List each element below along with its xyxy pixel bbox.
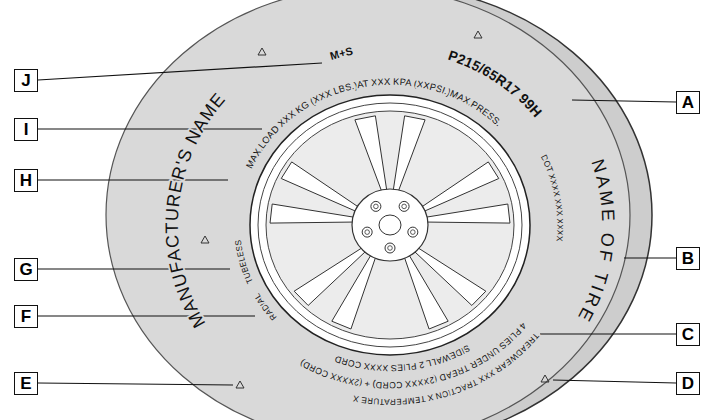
rim-flange (258, 103, 522, 347)
callout-letter: D (682, 375, 694, 392)
callout-letter: H (20, 172, 32, 189)
leader-lines (38, 63, 676, 385)
sidewall-text: 4 PLIES UNDER TREAD (2XXXX CORD) + (2XXX… (298, 321, 528, 390)
leader-line (38, 383, 233, 385)
wheel-spoke (294, 247, 366, 305)
sidewall-text-path: 4 PLIES UNDER TREAD (2XXXX CORD) + (2XXX… (298, 321, 528, 390)
sidewall-text: MAX.LOAD XXX KG (XXX LBS.)AT XXX KPA (XX… (243, 76, 504, 170)
wheel-spoke (270, 204, 355, 223)
sidewall-text-path: TUBELESS (233, 239, 255, 285)
sidewall-text-path: MANUFACTURER'S NAME (162, 89, 230, 332)
lug-nut (371, 201, 381, 211)
treadwear-indicator-mark (474, 31, 482, 38)
callout-box: D (676, 372, 700, 395)
wheel-spoke (404, 254, 448, 329)
sidewall-text-path: SIDEWALL 2 PLIES XXXX CORD (333, 343, 471, 373)
lug-nut (362, 227, 372, 237)
sidewall-text: NAME OF TIRE (573, 157, 618, 327)
callout-box: C (676, 323, 700, 346)
rim-barrel (266, 111, 514, 339)
sidewall-text: M+S (329, 45, 354, 62)
tire-sidewall (106, 0, 630, 420)
sidewall-text-path: NAME OF TIRE (573, 157, 618, 327)
wheel-spoke (393, 116, 425, 192)
treadwear-indicator-mark (236, 381, 244, 388)
callout-box: E (14, 372, 38, 395)
callout-letter: E (20, 375, 31, 392)
sidewall-text-path: DOT XXXX XXX XXXX (539, 153, 565, 242)
callout-letter: C (682, 326, 694, 343)
lug-nut-center (365, 230, 370, 235)
rim-outer (250, 95, 530, 355)
lug-nut-center (374, 204, 379, 209)
treadwear-indicator-mark (201, 236, 209, 243)
wheel-spoke (421, 162, 499, 212)
leader-line (38, 315, 255, 316)
callout-box: H (14, 169, 38, 192)
leader-line (38, 179, 228, 180)
sidewall-text: P215/65R17 99H (446, 47, 545, 120)
lug-nut-center (402, 204, 407, 209)
sidewall-text: MANUFACTURER'S NAME (162, 89, 230, 332)
center-cap (379, 215, 401, 235)
lug-nut (399, 201, 409, 211)
sidewall-text: RADIAL (252, 291, 279, 322)
sidewall-text-path: P215/65R17 99H (446, 47, 545, 120)
callout-box: F (14, 305, 38, 328)
wheel-spoke (355, 116, 387, 192)
sidewall-text-path: MAX.LOAD XXX KG (XXX LBS.)AT XXX KPA (XX… (243, 76, 504, 170)
callout-box: G (14, 258, 38, 281)
callout-letter: J (21, 72, 30, 89)
wheel (250, 95, 530, 355)
callout-box: I (14, 118, 38, 141)
sidewall-text-path: RADIAL (252, 291, 279, 322)
leader-line (38, 268, 230, 269)
sidewall-text: DOT XXXX XXX XXXX (539, 153, 565, 242)
leader-line (553, 380, 676, 383)
callout-box: B (676, 247, 700, 270)
callout-letter: A (682, 94, 694, 111)
sidewall-text: TUBELESS (233, 239, 255, 285)
callout-box: A (676, 91, 700, 114)
wheel-spoke (281, 162, 359, 212)
leader-line (38, 128, 262, 129)
treadwear-indicator-mark (258, 48, 266, 55)
callout-box: J (14, 69, 38, 92)
sidewall-text-path: M+S (329, 45, 354, 62)
leader-line (624, 257, 676, 258)
sidewall-text: SIDEWALL 2 PLIES XXXX CORD (333, 343, 471, 373)
leader-line (540, 333, 676, 334)
leader-line (572, 100, 676, 102)
sidewall-text-path: TREADWEAR XXX TRACTION X TEMPERATURE X (352, 331, 541, 407)
lug-nut (408, 227, 418, 237)
wheel-spoke (425, 204, 510, 223)
leader-line (38, 63, 322, 80)
treadwear-indicator-mark (541, 375, 549, 382)
lug-nut-center (411, 230, 416, 235)
sidewall-text: TREADWEAR XXX TRACTION X TEMPERATURE X (352, 331, 541, 407)
treadwear-indicator-marks (201, 31, 549, 388)
wheel-hub (352, 189, 428, 261)
callout-letter: G (19, 261, 32, 278)
lug-nut-center (388, 246, 393, 251)
callout-letter: B (682, 250, 694, 267)
callout-letter: F (21, 308, 31, 325)
callout-letter: I (24, 121, 29, 138)
lug-nut (385, 243, 395, 253)
